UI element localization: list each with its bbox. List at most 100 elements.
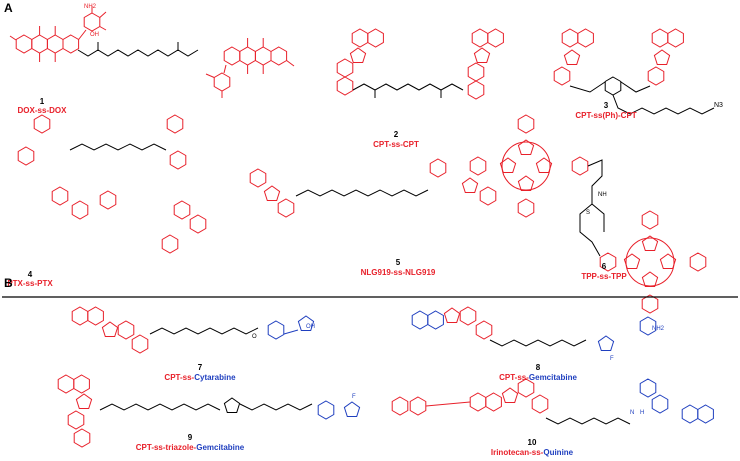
compound-3-right-drug: CPT — [621, 111, 637, 120]
atom-label-n-10: N — [630, 410, 634, 416]
atom-label-nh-6: NH — [598, 192, 607, 198]
linker-2 — [352, 83, 464, 98]
compound-8-linker: -ss- — [515, 373, 530, 382]
cpt-left-3 — [553, 28, 594, 86]
compound-9-structure — [57, 374, 361, 448]
cpt-left-2 — [336, 28, 384, 96]
compound-7-linker: -ss- — [180, 373, 195, 382]
compound-6-structure — [469, 114, 707, 314]
compound-1-label: DOX-ss-DOX — [18, 106, 68, 115]
compound-4-number: 4 — [28, 270, 33, 279]
atom-label-f-8: F — [610, 356, 614, 362]
dox-right-core — [223, 38, 295, 74]
compound-10-linker: -ss- — [529, 448, 544, 457]
benzoate-left — [99, 190, 117, 210]
atom-label-f-9: F — [352, 394, 356, 400]
compound-2-linker: -ss- — [389, 140, 404, 149]
compound-3-structure — [553, 28, 715, 115]
compound-4-label: PTX-ss-PTX — [7, 279, 53, 288]
compound-4-right-drug: PTX — [37, 279, 53, 288]
linker-8 — [489, 339, 587, 347]
taxane-core-left-b — [71, 200, 89, 220]
compound-5-left-drug: NLG919 — [361, 268, 392, 277]
daunosamine-right — [205, 64, 231, 98]
compound-1-linker: -ss- — [35, 106, 50, 115]
compound-9-linker: -ss-triazole- — [151, 443, 196, 452]
taxane-core-left-a — [51, 186, 69, 206]
azide-label: N3 — [714, 102, 723, 109]
compound-6-linker: -ss- — [597, 272, 612, 281]
imidazole-left — [263, 185, 281, 201]
compound-10-right-drug: Quinine — [543, 448, 573, 457]
irinotecan — [391, 378, 549, 416]
linker-3 — [569, 76, 715, 115]
compound-3-left-drug: CPT — [575, 111, 591, 120]
compound-8-number: 8 — [536, 363, 541, 372]
panel-a-letter: A — [4, 1, 13, 15]
cyclohexyl-left — [277, 198, 295, 218]
linker-6 — [579, 159, 605, 257]
linker-10 — [545, 417, 631, 425]
linker-5 — [295, 189, 429, 197]
triazole-ring — [223, 397, 241, 413]
compound-7-label: CPT-ss-Cytarabine — [164, 373, 236, 382]
compound-3-linker: -ss(Ph)- — [591, 111, 621, 120]
atom-label-nh2-8: NH2 — [652, 326, 665, 332]
compound-10-structure — [391, 378, 714, 425]
compound-7-structure — [71, 306, 315, 354]
compound-3-number: 3 — [604, 101, 609, 110]
compound-8-structure — [411, 306, 657, 351]
compound-5-linker: -ss- — [391, 268, 406, 277]
compound-10-label: Irinotecan-ss-Quinine — [491, 448, 574, 457]
compound-1-right-drug: DOX — [49, 106, 67, 115]
compound-6-number: 6 — [602, 262, 607, 271]
imidazole-right — [461, 177, 479, 193]
compound-9-label: CPT-ss-triazole-Gemcitabine — [136, 443, 245, 452]
compound-1-left-drug: DOX — [18, 106, 36, 115]
cytarabine — [267, 315, 315, 340]
compound-7-number: 7 — [198, 363, 203, 372]
daunosamine-left — [78, 6, 107, 40]
cpt-8 — [443, 306, 493, 340]
gemcitabine-8 — [597, 316, 657, 351]
cpt-right-3 — [647, 28, 684, 86]
linker-4 — [69, 143, 167, 151]
indene-right — [479, 186, 497, 206]
compound-6-label: TPP-ss-TPP — [581, 272, 627, 281]
phenyl-ring-left — [17, 146, 35, 166]
compound-2-structure — [336, 28, 504, 100]
compound-4-left-drug: PTX — [7, 279, 23, 288]
atom-label-o-7: O — [252, 334, 257, 340]
compound-8-left-drug: CPT — [499, 373, 515, 382]
compound-9-number: 9 — [188, 433, 193, 442]
compound-2-number: 2 — [394, 130, 399, 139]
compound-1-number: 1 — [40, 97, 45, 106]
cpt-9 — [57, 374, 93, 448]
cpt-8-blue-quinoline — [411, 310, 444, 330]
phenyl-ring-right — [169, 150, 187, 170]
porphyrin-right — [599, 210, 707, 314]
compound-2-label: CPT-ss-CPT — [373, 140, 419, 149]
compound-3-label: CPT-ss(Ph)-CPT — [575, 111, 636, 120]
quinine — [639, 378, 714, 424]
cyclohexyl-right — [429, 158, 447, 178]
compound-6-right-drug: TPP — [611, 272, 627, 281]
compound-4-structure — [17, 114, 207, 254]
taxane-core-right-b — [189, 214, 207, 234]
atom-label-nh2-1: NH2 — [84, 4, 97, 10]
phenyl-ring — [604, 76, 622, 96]
benzoate-right — [161, 234, 179, 254]
compound-5-label: NLG919-ss-NLG919 — [361, 268, 436, 277]
porphyrin-left — [469, 114, 589, 218]
benzoyl-ring-left — [33, 114, 51, 134]
cpt-7 — [71, 306, 149, 354]
compound-8-label: CPT-ss-Gemcitabine — [499, 373, 577, 382]
benzoyl-ring-right — [166, 114, 184, 134]
compound-8-right-drug: Gemcitabine — [529, 373, 578, 382]
cpt-right-2 — [467, 28, 504, 100]
linker-7 — [149, 327, 259, 335]
compound-2-left-drug: CPT — [373, 140, 389, 149]
compound-2-right-drug: CPT — [403, 140, 419, 149]
indene-left — [249, 168, 267, 188]
panel-b-letter: B — [4, 276, 13, 290]
